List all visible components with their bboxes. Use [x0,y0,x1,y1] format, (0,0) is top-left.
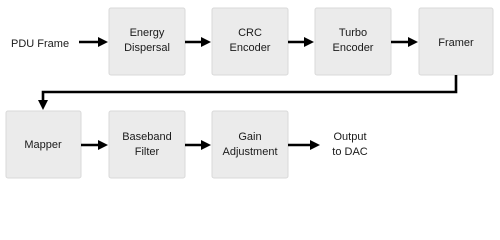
output-label-line1: Output [333,131,366,143]
crc-encoder-block: CRC Encoder [211,7,289,76]
mapper-label: Mapper [24,139,62,151]
arrow-input-to-energy-dispersal [79,37,108,47]
input-label: PDU Frame [11,38,69,50]
arrow-framer-to-mapper [38,75,458,110]
framer-block: Framer [418,7,494,76]
signal-chain-diagram: PDU Frame Energy Dispersal CRC Encoder T… [5,7,494,179]
baseband-filter-label-line1: Baseband [122,131,172,143]
energy-dispersal-label-line2: Dispersal [124,42,170,54]
gain-adjustment-label-line2: Adjustment [222,146,277,158]
arrow-mapper-to-baseband-filter [81,140,108,150]
crc-encoder-label-line1: CRC [238,27,262,39]
mapper-block: Mapper [5,110,82,179]
arrow-crc-encoder-to-turbo-encoder [288,37,314,47]
energy-dispersal-block: Energy Dispersal [108,7,186,76]
turbo-encoder-block: Turbo Encoder [314,7,392,76]
arrow-energy-dispersal-to-crc-encoder [185,37,211,47]
output-label-line2: to DAC [332,146,368,158]
arrow-baseband-filter-to-gain-adjustment [185,140,211,150]
framer-label: Framer [438,37,474,49]
turbo-encoder-label-line2: Encoder [333,42,374,54]
energy-dispersal-label-line1: Energy [130,27,165,39]
gain-adjustment-label-line1: Gain [238,131,261,143]
crc-encoder-label-line2: Encoder [230,42,271,54]
arrow-gain-adjustment-to-output [288,140,320,150]
baseband-filter-label-line2: Filter [135,146,160,158]
arrow-turbo-encoder-to-framer [391,37,418,47]
baseband-filter-block: Baseband Filter [108,110,186,179]
gain-adjustment-block: Gain Adjustment [211,110,289,179]
turbo-encoder-label-line1: Turbo [339,27,367,39]
